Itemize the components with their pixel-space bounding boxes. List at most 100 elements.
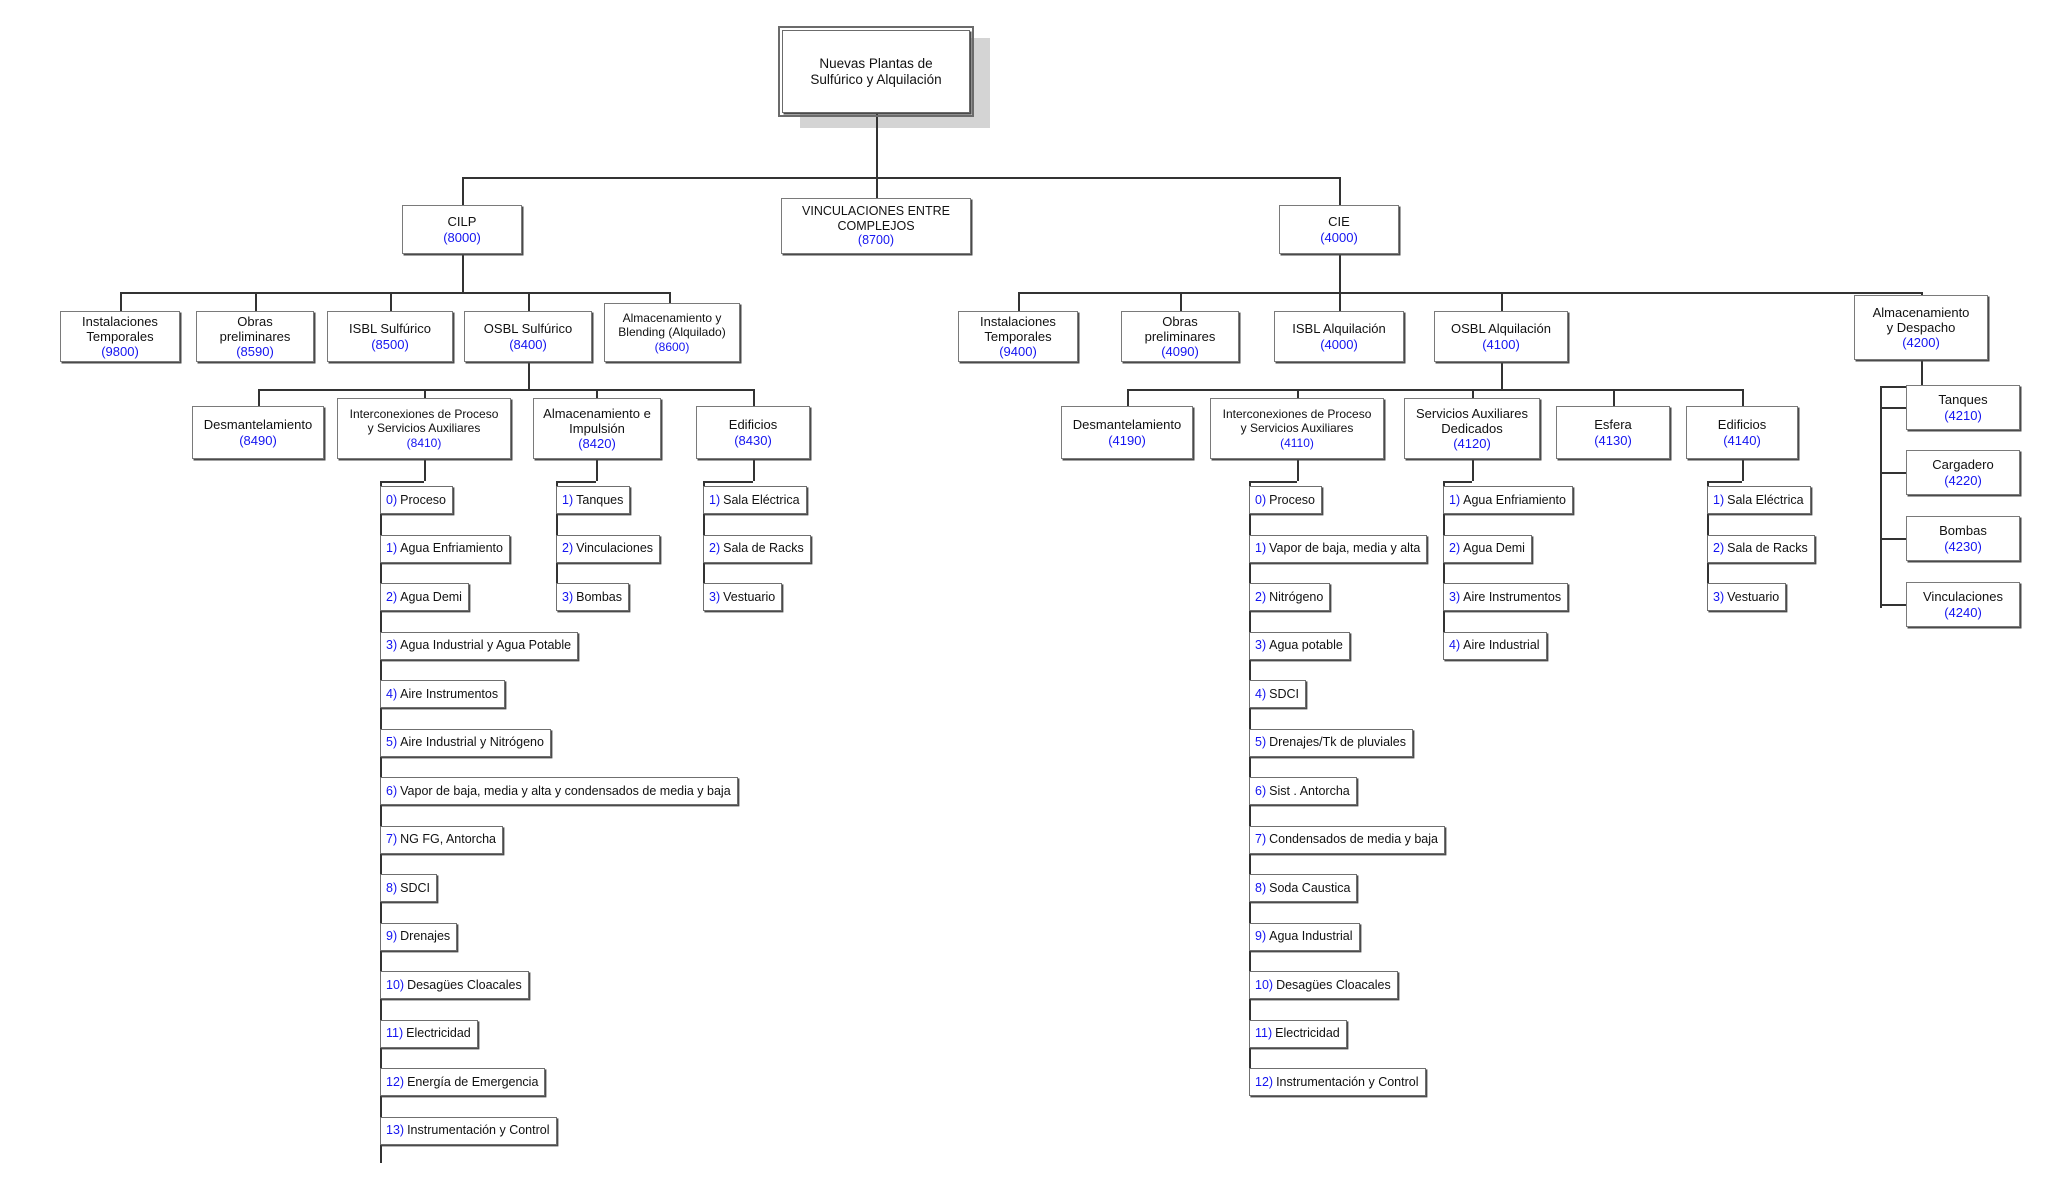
leaf-4110-item-index: 10)	[1255, 977, 1274, 992]
leaf-4140-item[interactable]: 3)Vestuario	[1707, 583, 1787, 611]
node-osbl4100-child-4[interactable]: Esfera (4130)	[1556, 406, 1670, 459]
leaf-8410-item[interactable]: 5)Aire Industrial y Nitrógeno	[380, 728, 551, 757]
node-cie-child-4-code: (4100)	[1482, 336, 1520, 352]
leaf-8410-item[interactable]: 2)Agua Demi	[380, 583, 469, 611]
leaf-8410-item[interactable]: 8)SDCI	[380, 874, 437, 902]
leaf-4110-item[interactable]: 11)Electricidad	[1249, 1019, 1347, 1048]
node-cie-child-3[interactable]: ISBL Alquilación (4000)	[1274, 311, 1404, 362]
connector-8430-elbow	[703, 481, 753, 483]
node-cie-child-5-title: Almacenamiento y Despacho	[1872, 304, 1970, 335]
node-cie-child-1[interactable]: Instalaciones Temporales (9400)	[958, 311, 1078, 362]
node-osbl4100-child-2[interactable]: Interconexiones de Proceso y Servicios A…	[1210, 398, 1384, 459]
leaf-8410-item[interactable]: 4)Aire Instrumentos	[380, 680, 506, 708]
leaf-8410-item[interactable]: 1)Agua Enfriamiento	[380, 534, 510, 563]
leaf-8410-item[interactable]: 3)Agua Industrial y Agua Potable	[380, 631, 579, 660]
leaf-8410-item[interactable]: 10)Desagües Cloacales	[380, 971, 529, 999]
leaf-4110-item[interactable]: 3)Agua potable	[1249, 631, 1350, 660]
connector-osbl8400-down	[528, 362, 530, 389]
node-cilp-child-1-title: Instalaciones Temporales	[82, 313, 158, 344]
connector-4200-elbow	[1880, 386, 1921, 388]
connector-to-vinculaciones	[876, 177, 878, 198]
leaf-8420-item[interactable]: 1)Tanques	[556, 486, 631, 514]
connector-osbl8400-c1	[258, 389, 260, 406]
node-cie[interactable]: CIE (4000)	[1279, 205, 1399, 254]
leaf-4110-item[interactable]: 10)Desagües Cloacales	[1249, 971, 1398, 999]
node-osbl8400-child-4[interactable]: Edificios (8430)	[696, 406, 810, 459]
leaf-4120-item[interactable]: 4)Aire Industrial	[1443, 631, 1547, 660]
node-osbl4100-child-5[interactable]: Edificios (4140)	[1686, 406, 1798, 459]
leaf-8410-item[interactable]: 0)Proceso	[380, 486, 453, 514]
node-cilp[interactable]: CILP (8000)	[402, 205, 522, 254]
leaf-4110-item-index: 1)	[1255, 541, 1267, 556]
leaf-4110-item[interactable]: 6)Sist . Antorcha	[1249, 777, 1357, 805]
node-osbl4100-child-1[interactable]: Desmantelamiento (4190)	[1061, 406, 1193, 459]
node-osbl8400-child-2[interactable]: Interconexiones de Proceso y Servicios A…	[337, 398, 511, 459]
node-osbl4100-child-2-title: Interconexiones de Proceso y Servicios A…	[1222, 407, 1372, 436]
node-4200-child-1[interactable]: Tanques (4210)	[1906, 385, 2020, 430]
leaf-8420-item-index: 3)	[562, 589, 574, 604]
node-osbl8400-child-1[interactable]: Desmantelamiento (8490)	[192, 406, 324, 459]
leaf-4120-item[interactable]: 3)Aire Instrumentos	[1443, 583, 1569, 611]
node-cilp-child-4[interactable]: OSBL Sulfúrico (8400)	[464, 311, 592, 362]
leaf-8410-item-index: 7)	[386, 832, 398, 847]
root-node[interactable]: Nuevas Plantas de Sulfúrico y Alquilació…	[778, 26, 974, 117]
leaf-8430-item[interactable]: 3)Vestuario	[703, 583, 783, 611]
node-cilp-child-1-code: (9800)	[101, 344, 139, 360]
connector-4110-down	[1297, 459, 1299, 481]
connector-4140-down	[1742, 459, 1744, 481]
node-4200-child-2[interactable]: Cargadero (4220)	[1906, 450, 2020, 495]
leaf-4110-item[interactable]: 2)Nitrógeno	[1249, 583, 1331, 611]
connector-cilp-c5	[669, 292, 671, 311]
leaf-4110-item[interactable]: 1)Vapor de baja, media y alta	[1249, 534, 1428, 563]
node-cilp-child-1[interactable]: Instalaciones Temporales (9800)	[60, 311, 180, 362]
leaf-4110-item[interactable]: 12)Instrumentación y Control	[1249, 1068, 1426, 1096]
leaf-8410-item[interactable]: 11)Electricidad	[380, 1019, 478, 1048]
node-cilp-child-5-title: Almacenamiento y Blending (Alquilado)	[618, 311, 726, 340]
leaf-8430-item[interactable]: 1)Sala Eléctrica	[703, 486, 807, 514]
node-4200-child-3[interactable]: Bombas (4230)	[1906, 516, 2020, 561]
leaf-8410-item[interactable]: 9)Drenajes	[380, 922, 458, 951]
node-cie-child-4[interactable]: OSBL Alquilación (4100)	[1434, 311, 1568, 362]
leaf-4110-item[interactable]: 9)Agua Industrial	[1249, 922, 1360, 951]
node-osbl4100-child-3[interactable]: Servicios Auxiliares Dedicados (4120)	[1404, 398, 1540, 459]
leaf-4110-item[interactable]: 5)Drenajes/Tk de pluviales	[1249, 728, 1413, 757]
node-osbl4100-child-1-title: Desmantelamiento	[1072, 417, 1182, 433]
node-4200-child-1-code: (4210)	[1944, 407, 1982, 423]
node-osbl8400-child-3[interactable]: Almacenamiento e Impulsión (8420)	[533, 398, 661, 459]
leaf-4140-item[interactable]: 2)Sala de Racks	[1707, 534, 1815, 563]
leaf-4110-item[interactable]: 4)SDCI	[1249, 680, 1306, 708]
node-osbl4100-child-4-code: (4130)	[1594, 432, 1632, 448]
leaf-4110-item[interactable]: 0)Proceso	[1249, 486, 1322, 514]
connector-8410-down	[424, 459, 426, 481]
node-cilp-child-5[interactable]: Almacenamiento y Blending (Alquilado) (8…	[604, 303, 740, 362]
node-osbl4100-child-3-title: Servicios Auxiliares Dedicados	[1416, 405, 1528, 436]
leaf-4140-item-label: Sala Eléctrica	[1727, 492, 1804, 507]
leaf-8420-item[interactable]: 2)Vinculaciones	[556, 534, 661, 563]
connector-4200-t1	[1880, 407, 1906, 409]
node-vinculaciones[interactable]: VINCULACIONES ENTRE COMPLEJOS (8700)	[781, 198, 971, 254]
node-4200-child-4[interactable]: Vinculaciones (4240)	[1906, 582, 2020, 627]
leaf-8410-item[interactable]: 12)Energía de Emergencia	[380, 1068, 546, 1096]
leaf-8410-item[interactable]: 6)Vapor de baja, media y alta y condensa…	[380, 777, 738, 805]
leaf-8410-item[interactable]: 13)Instrumentación y Control	[380, 1116, 557, 1145]
leaf-4120-item[interactable]: 2)Agua Demi	[1443, 534, 1532, 563]
leaf-4110-item[interactable]: 8)Soda Caustica	[1249, 874, 1358, 902]
node-cie-child-5[interactable]: Almacenamiento y Despacho (4200)	[1854, 295, 1988, 360]
node-cie-child-2[interactable]: Obras preliminares (4090)	[1121, 311, 1239, 362]
leaf-4110-item-label: Nitrógeno	[1269, 589, 1324, 604]
node-cilp-child-3[interactable]: ISBL Sulfúrico (8500)	[327, 311, 453, 362]
node-cilp-child-2[interactable]: Obras preliminares (8590)	[196, 311, 314, 362]
connector-osbl4100-c1	[1127, 389, 1129, 406]
leaf-4110-item[interactable]: 7)Condensados de media y baja	[1249, 825, 1445, 854]
connector-to-cie	[1339, 177, 1341, 205]
connector-level2-bus	[462, 177, 1340, 179]
connector-osbl8400-bus	[258, 389, 753, 391]
leaf-4110-item-label: Electricidad	[1275, 1026, 1340, 1041]
leaf-4120-item[interactable]: 1)Agua Enfriamiento	[1443, 486, 1573, 514]
leaf-8410-item-label: Desagües Cloacales	[407, 977, 522, 992]
leaf-8430-item[interactable]: 2)Sala de Racks	[703, 534, 811, 563]
leaf-8420-item[interactable]: 3)Bombas	[556, 583, 629, 611]
leaf-4140-item[interactable]: 1)Sala Eléctrica	[1707, 486, 1811, 514]
leaf-8410-item[interactable]: 7)NG FG, Antorcha	[380, 825, 503, 854]
